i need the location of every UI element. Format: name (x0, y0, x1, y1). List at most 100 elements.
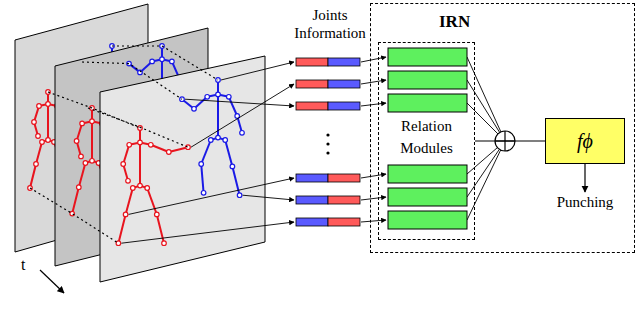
joint-trails (30, 46, 218, 243)
joint-bar (328, 218, 360, 226)
joint-bar (296, 196, 328, 204)
label-text: Punching (540, 194, 630, 211)
joint (186, 145, 191, 150)
bone (201, 164, 203, 193)
bone (126, 188, 133, 214)
joint (167, 150, 172, 155)
joint (74, 139, 79, 144)
joint (123, 212, 128, 217)
bone (139, 142, 141, 185)
node-text: fϕ (577, 130, 593, 153)
joint (201, 191, 206, 196)
joint (145, 186, 150, 191)
joint (227, 95, 232, 100)
joint-bar (296, 174, 328, 182)
label-box: Joints Information (280, 6, 380, 42)
label-box: Punching (540, 194, 630, 211)
bone (118, 214, 125, 243)
joint-bar (328, 196, 360, 204)
module-output-line (467, 149, 499, 197)
label-box: t (21, 256, 35, 274)
joint (126, 179, 131, 184)
joint (79, 154, 84, 159)
bone (169, 147, 188, 152)
joint (216, 135, 221, 140)
joint (32, 120, 37, 125)
frame-front (100, 56, 265, 282)
bone (79, 163, 86, 187)
module-output-line (467, 80, 500, 133)
ellipsis-dots (326, 133, 329, 154)
joint (127, 143, 132, 148)
joint-bars (296, 58, 360, 226)
joint-bar (328, 58, 360, 66)
module-input-arrow (361, 220, 386, 222)
label-text: t (21, 256, 35, 274)
joint (46, 138, 51, 143)
joint-bar (296, 58, 328, 66)
joint (192, 107, 197, 112)
bone (151, 145, 169, 152)
bone (36, 142, 42, 164)
joint (116, 241, 121, 246)
joint (121, 162, 126, 167)
joint (138, 126, 143, 131)
joint-bar (296, 218, 328, 226)
joint-bar (296, 102, 328, 110)
joint-bar (328, 80, 360, 88)
module-output-line (467, 57, 501, 132)
skeletons-front (116, 78, 244, 246)
bone (225, 140, 232, 166)
module-group: Relation Modules (378, 42, 475, 240)
joint-arrow (129, 178, 294, 214)
joint (155, 212, 160, 217)
joint (37, 104, 42, 109)
joint-arrow (191, 84, 294, 147)
module-input-arrow (361, 103, 386, 106)
network-box: IRN Relation Modules fϕ (370, 3, 635, 253)
joint (80, 121, 85, 126)
module-input-arrow (361, 174, 386, 178)
joint (230, 164, 235, 169)
function-box: fϕ (545, 118, 625, 164)
joint-trail (82, 62, 182, 99)
joint (170, 59, 175, 64)
joint-bar (328, 174, 360, 182)
bone (72, 187, 79, 213)
output-arrow (584, 164, 585, 192)
joint (40, 140, 45, 145)
joint (46, 102, 51, 107)
joint (83, 161, 88, 166)
module-input-arrow (361, 57, 386, 62)
joint (36, 134, 41, 139)
joint (160, 57, 165, 62)
node-text: IRN (371, 4, 470, 32)
connector (475, 140, 545, 141)
relation-module-boxes (361, 48, 501, 229)
module-output-line (467, 148, 497, 174)
joint-bar (296, 80, 328, 88)
joint-bar (328, 102, 360, 110)
bone (229, 97, 237, 116)
bone (30, 164, 36, 188)
relation-module (388, 48, 467, 66)
label-text: Joints Information (280, 6, 380, 42)
joint-arrow (243, 195, 294, 200)
joint (138, 140, 143, 145)
bone (123, 145, 129, 164)
bone (201, 140, 211, 164)
module-output-line (467, 103, 498, 134)
bone (47, 104, 49, 140)
joint-arrow (221, 62, 294, 80)
joint (90, 159, 95, 164)
relation-module (388, 71, 467, 89)
joint (138, 183, 143, 188)
joint (209, 138, 214, 143)
joint (240, 131, 245, 136)
node-text: Relation Modules (379, 115, 474, 159)
joint-trail (48, 92, 140, 128)
joint-arrow (121, 222, 294, 243)
joint (162, 241, 167, 246)
module-input-arrow (361, 197, 386, 200)
